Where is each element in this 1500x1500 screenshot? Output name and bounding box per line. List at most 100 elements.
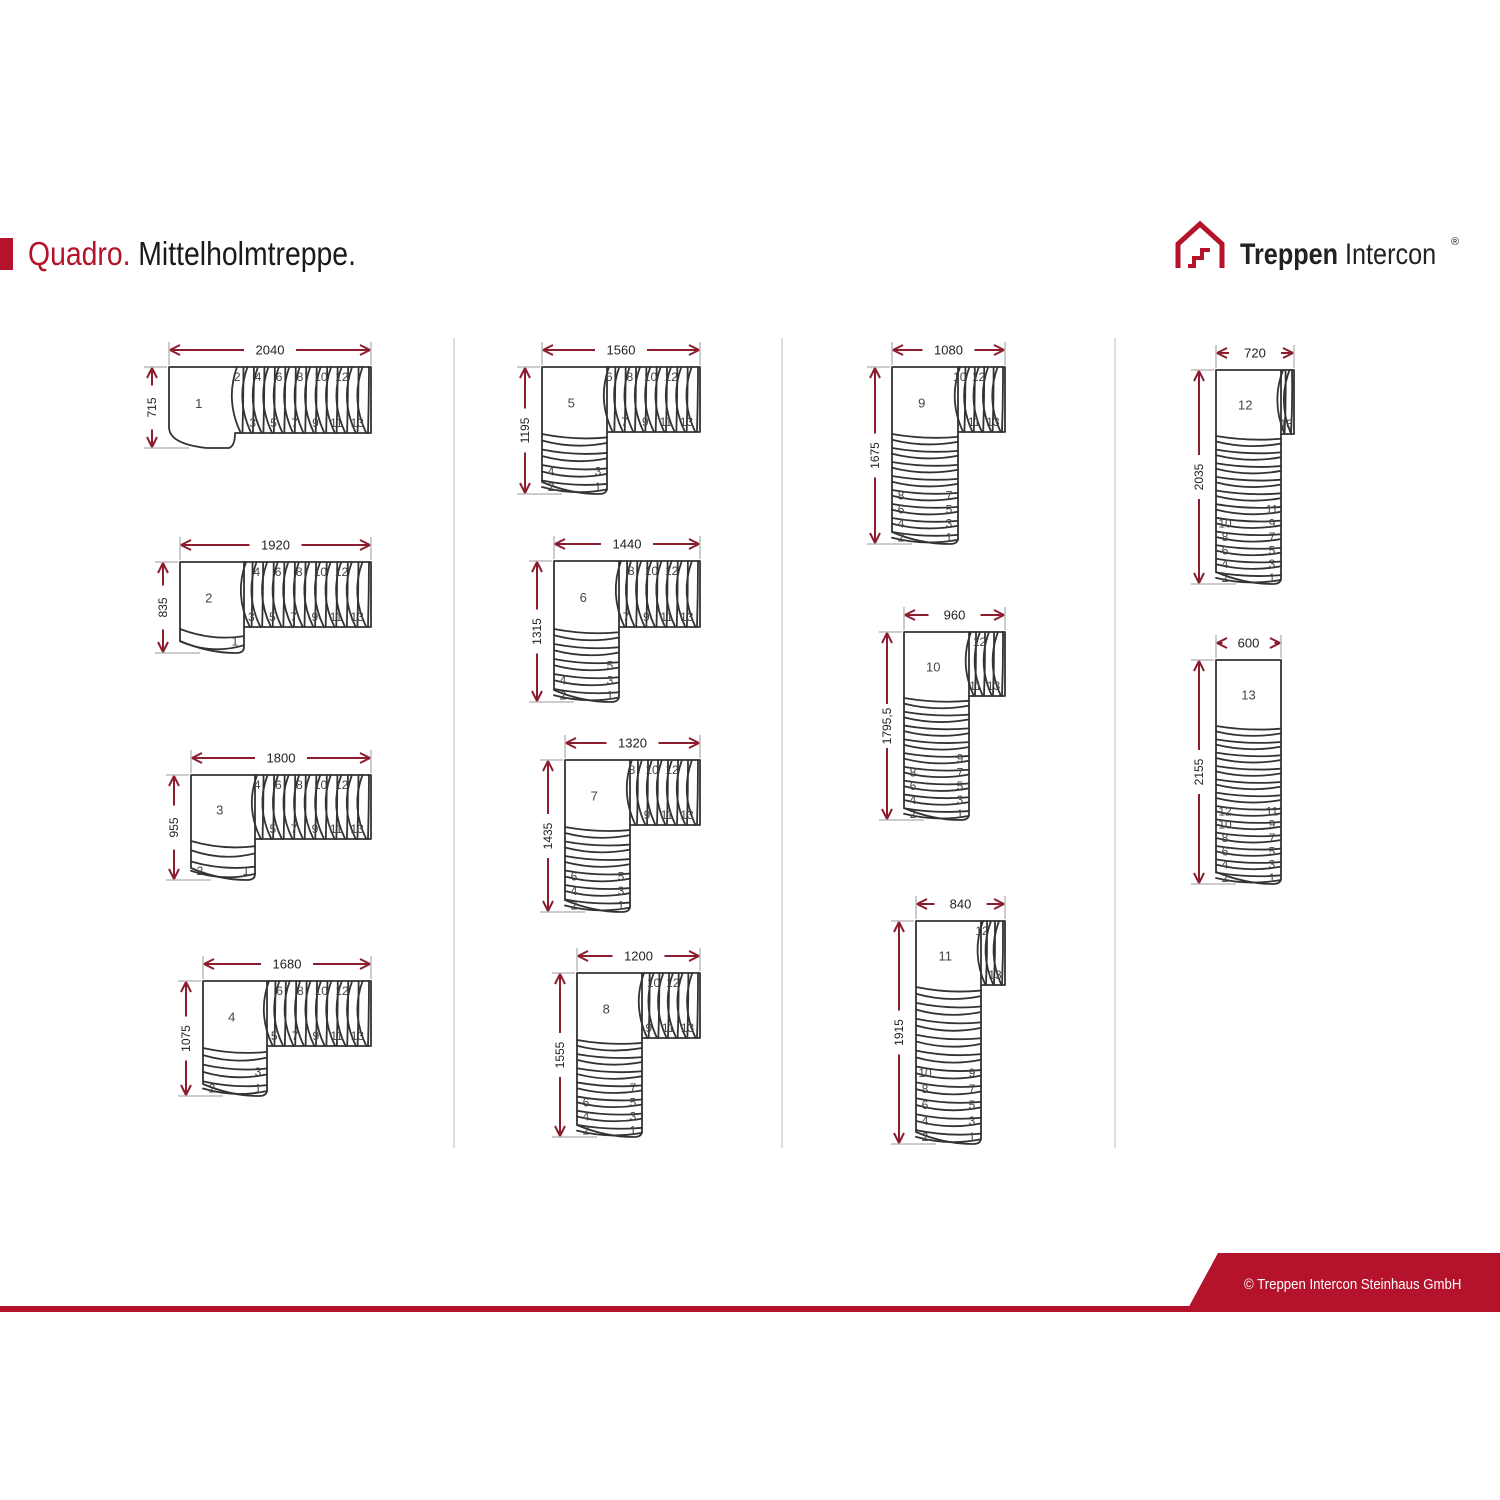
stair-outline — [1215, 659, 1282, 885]
step-number: 8 — [922, 1082, 929, 1096]
step-number: 10 — [647, 976, 661, 990]
tread-edge — [903, 744, 970, 751]
tread-curve — [324, 561, 336, 628]
arrow-head — [519, 367, 531, 379]
tread-curve — [345, 366, 357, 434]
depth-value: 1555 — [553, 1041, 567, 1068]
stair-outline — [168, 366, 372, 449]
depth-dimension: 1315 — [529, 560, 574, 703]
step-number: 12 — [665, 564, 679, 578]
arrow-head — [688, 737, 700, 749]
step-number: 13 — [680, 610, 694, 624]
step-number: 9 — [312, 822, 319, 836]
tread-curve — [335, 366, 347, 434]
tread-curve — [250, 561, 262, 628]
arrow-head — [531, 690, 543, 702]
tread-curve — [356, 980, 368, 1047]
step-number: 4 — [583, 1109, 590, 1123]
tread-edge — [915, 1056, 982, 1064]
arrow-head — [688, 950, 700, 962]
tread-curve — [915, 1049, 982, 1057]
landing-number: 6 — [580, 590, 587, 605]
tread-curve — [241, 366, 253, 434]
logo-wordmark: Treppen Intercon — [1240, 235, 1436, 275]
step-number: 9 — [1269, 516, 1276, 530]
arrow-head — [1193, 572, 1205, 584]
tread-curve — [903, 738, 970, 744]
registered-mark: ® — [1451, 236, 1460, 248]
footer-band — [0, 1253, 1500, 1312]
step-number: 1 — [1269, 871, 1276, 885]
tread-curve — [541, 464, 608, 471]
tread-edge — [1283, 369, 1287, 435]
tread-curve — [293, 774, 304, 840]
stair-outline — [190, 774, 372, 881]
step-number: 5 — [957, 779, 964, 793]
step-number: 7 — [291, 416, 298, 430]
step-number: 13 — [1280, 417, 1294, 431]
tread-curve — [335, 774, 347, 840]
tread-edge — [1215, 522, 1282, 529]
step-number: 8 — [1222, 831, 1229, 845]
arrow-head — [168, 868, 180, 880]
tread-edge — [564, 904, 631, 912]
tread-edge — [915, 1088, 982, 1096]
step-number: 12 — [665, 763, 679, 777]
tread-curve — [613, 366, 624, 433]
tread-curve — [915, 1129, 982, 1136]
tread-edge — [903, 716, 970, 723]
tread-edge — [1001, 366, 1004, 433]
tread-curve — [1215, 831, 1282, 838]
tread-curve — [564, 898, 631, 905]
step-number: 5 — [607, 658, 614, 672]
tread-curve — [645, 560, 656, 628]
step-number: 5 — [269, 610, 276, 624]
step-number: 13 — [351, 1029, 365, 1043]
step-number: 2 — [571, 898, 578, 912]
width-value: 1200 — [624, 949, 653, 964]
step-number: 6 — [1222, 544, 1229, 558]
tread-curve — [1282, 369, 1292, 435]
step-number: 9 — [645, 1021, 652, 1035]
step-number: 2 — [548, 480, 555, 494]
tread-curve — [541, 479, 608, 486]
tread-curve — [576, 1095, 643, 1102]
tread-edge — [1215, 576, 1282, 584]
step-number: 9 — [643, 610, 650, 624]
arrow-head — [359, 344, 371, 356]
step-number: 4 — [1222, 557, 1229, 571]
tread-edge — [667, 972, 670, 1039]
tread-curve — [272, 774, 283, 840]
tread-curve — [293, 366, 305, 434]
tread-edge — [541, 439, 608, 447]
tread-edge — [686, 972, 690, 1039]
tread-curve — [314, 366, 326, 434]
arrow-head — [542, 344, 554, 356]
tread-curve — [356, 366, 368, 434]
step-number: 13 — [987, 679, 1001, 693]
tread-edge — [915, 1072, 982, 1080]
tread-curve — [303, 774, 315, 840]
tread-curve — [685, 560, 697, 628]
depth-value: 1795,5 — [880, 707, 894, 744]
arrow-head — [169, 344, 181, 356]
tread-curve — [665, 560, 677, 628]
arrow-head — [577, 950, 589, 962]
step-number: 1 — [946, 531, 953, 545]
tread-edge — [541, 486, 608, 494]
stair-outline-path — [202, 980, 372, 1097]
tread-curve — [294, 980, 305, 1047]
step-number: 5 — [1269, 544, 1276, 558]
step-number: 4 — [255, 370, 262, 384]
arrow-head — [1216, 347, 1228, 359]
arrow-head — [191, 752, 203, 764]
step-number: 7 — [1269, 530, 1276, 544]
tread-curve — [345, 561, 357, 628]
width-value: 1800 — [267, 751, 296, 766]
step-number: 3 — [957, 793, 964, 807]
